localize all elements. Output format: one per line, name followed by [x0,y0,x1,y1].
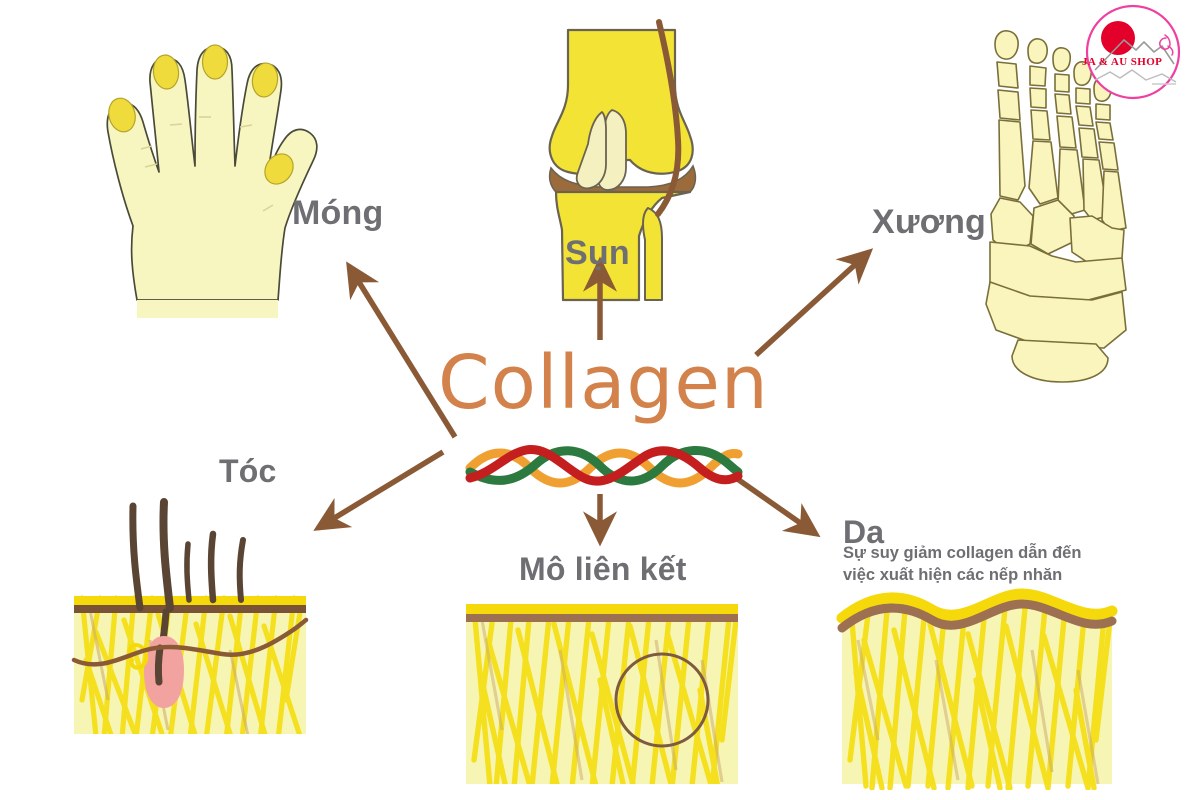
ja-au-shop-logo[interactable] [1062,0,1200,108]
sun-icon [1101,21,1135,55]
orange-strand [465,448,743,488]
arrow-to-skin [734,475,821,538]
flourish-icon [1159,34,1174,56]
mountain-icon [1094,39,1175,71]
label-connective-tissue: Mô liên kết [519,551,687,587]
label-bone: Xương [872,203,987,241]
skin-caption: Sự suy giảm collagen dẫn đến việc xuất h… [843,543,1143,587]
hand-illustration [106,44,318,318]
hair-follicle-cross-section [71,498,309,734]
mountain-ridge-icon [1094,69,1177,83]
label-skin: Da [843,514,885,550]
green-strand [465,446,743,486]
label-nails: Móng [292,194,384,232]
label-cartilage: Sụn [565,234,630,272]
page-title: Collagen [438,340,769,426]
arrow-group [313,248,874,547]
collagen-triple-helix [465,445,743,488]
arrow-to-nails [346,261,458,439]
red-strand [465,445,743,486]
skin-caption-line-1: Sự suy giảm collagen dẫn đến [843,544,1082,562]
foot-skeleton-illustration [985,30,1127,383]
logo-text: JA & AU SHOP [1082,56,1163,68]
connective-tissue-cross-section [466,604,738,784]
label-hair: Tóc [219,453,277,489]
wrinkled-skin-cross-section [836,588,1118,790]
arrow-to-bone [754,248,874,358]
arrow-to-hair [313,449,445,531]
skin-caption-line-2: việc xuất hiện các nếp nhăn [843,565,1063,584]
